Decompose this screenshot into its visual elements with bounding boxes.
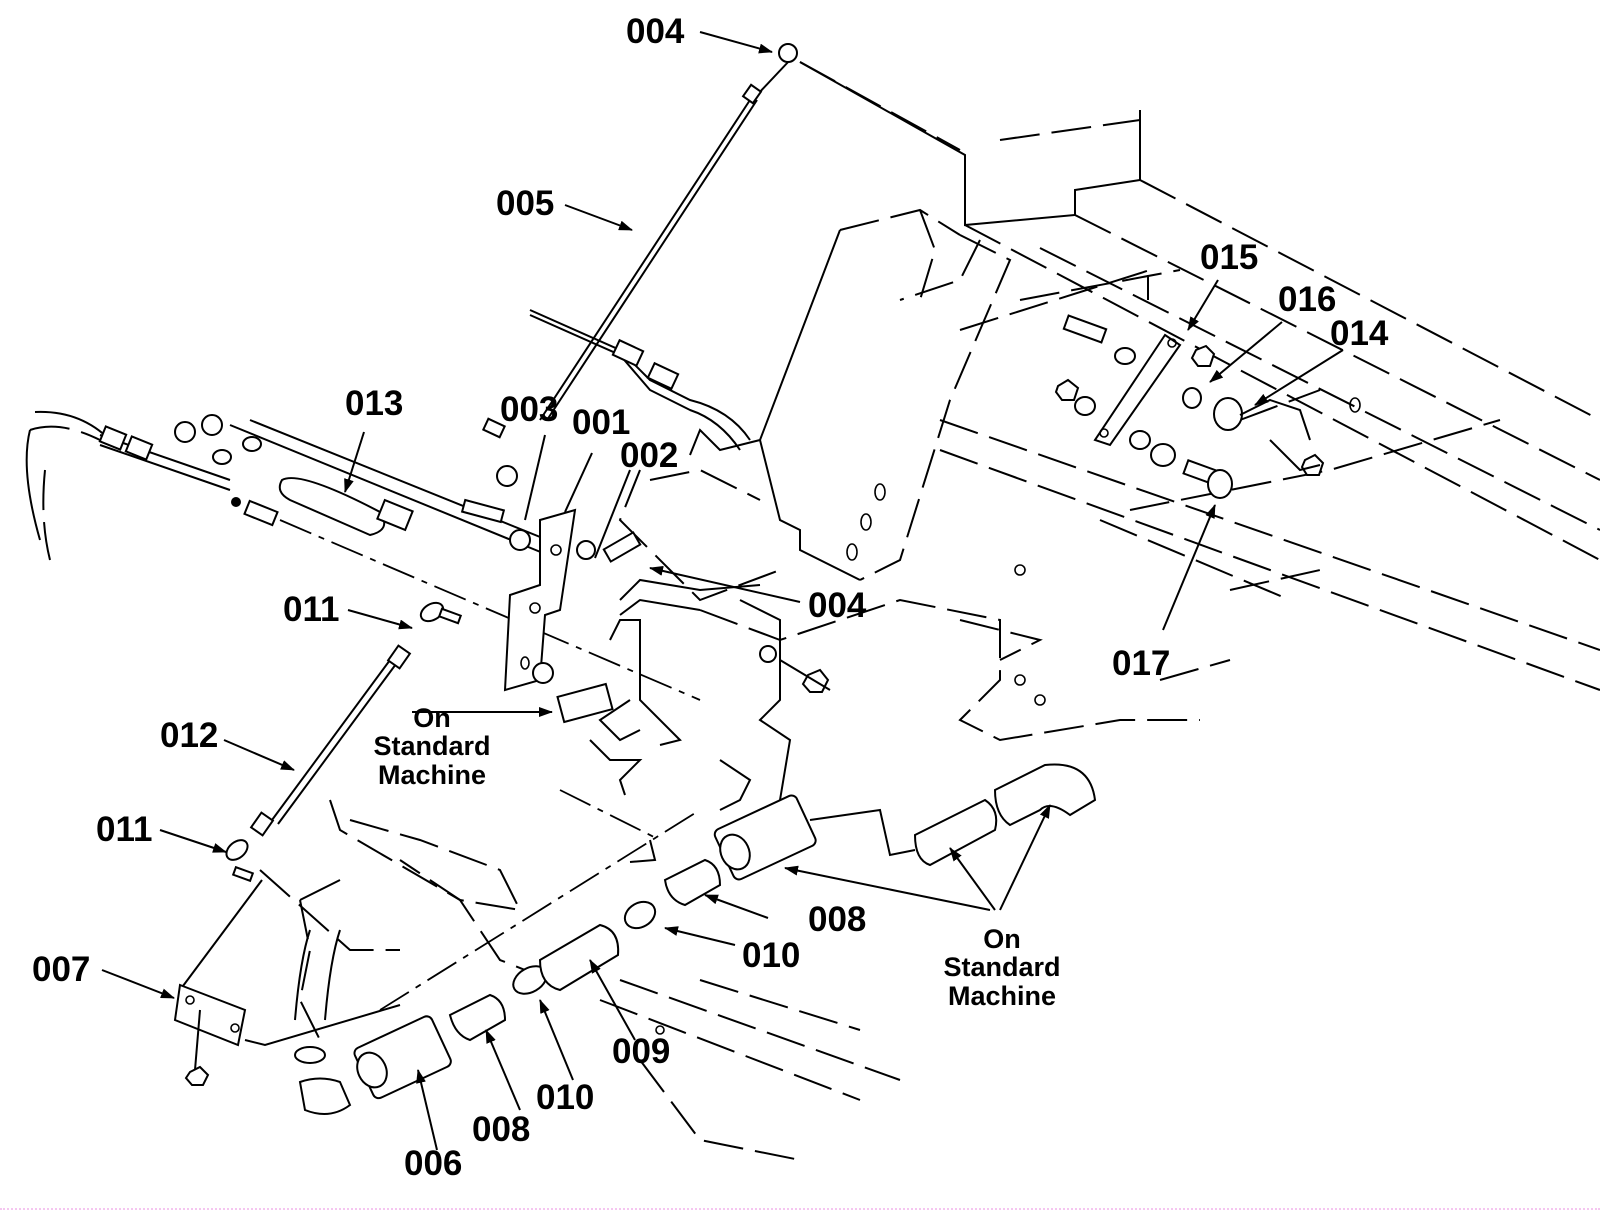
callout-013: 013 <box>345 384 404 423</box>
note-line: Standard <box>943 952 1061 983</box>
clip-on-standard <box>556 682 614 724</box>
callout-009: 009 <box>612 1032 671 1071</box>
nipple-008-lower <box>448 993 507 1042</box>
callout-006: 006 <box>404 1144 463 1183</box>
callout-010-lower: 010 <box>536 1078 595 1117</box>
bracket-001 <box>460 465 831 811</box>
linkage-012 <box>173 601 463 1086</box>
callout-011-lower: 011 <box>96 810 153 849</box>
callout-003: 003 <box>500 390 559 429</box>
cable-005 <box>481 43 961 451</box>
callout-017: 017 <box>1112 644 1171 683</box>
callout-004-lower: 004 <box>808 586 867 625</box>
note-line: On <box>413 703 451 733</box>
chassis-frame <box>25 61 1600 1161</box>
leader-arrows <box>101 31 1344 1151</box>
callout-004: 004 <box>626 12 685 51</box>
clamp-010-upper <box>623 900 657 930</box>
callout-010-upper: 010 <box>742 936 801 975</box>
hose-009 <box>538 923 620 992</box>
elbow-standard <box>993 763 1097 827</box>
note-line: Machine <box>947 980 1057 1011</box>
bracket-015 <box>1054 314 1361 499</box>
hose-assembly <box>294 763 1097 1115</box>
callout-001: 001 <box>572 403 631 442</box>
callout-015: 015 <box>1200 238 1259 277</box>
callout-002: 002 <box>620 436 679 475</box>
note-line: Machine <box>377 759 487 790</box>
cable-013 <box>98 414 701 701</box>
note-line: Standard <box>373 731 491 762</box>
note-on-standard-machine-right: On Standard Machine <box>922 925 1082 1010</box>
callout-008-lower: 008 <box>472 1110 531 1149</box>
callout-011-upper: 011 <box>283 590 340 629</box>
callout-012: 012 <box>160 716 219 755</box>
nipple-standard <box>913 798 998 867</box>
nipple-008-upper <box>663 858 722 907</box>
callout-016: 016 <box>1278 280 1337 319</box>
page-bottom-rule <box>0 1208 1600 1210</box>
callout-007: 007 <box>32 950 91 989</box>
callout-008-upper: 008 <box>808 900 867 939</box>
callout-014: 014 <box>1330 314 1389 353</box>
rod-end-004-top <box>778 43 798 63</box>
note-line: On <box>983 924 1021 954</box>
callout-005: 005 <box>496 184 555 223</box>
note-on-standard-machine-left: On Standard Machine <box>352 704 512 789</box>
